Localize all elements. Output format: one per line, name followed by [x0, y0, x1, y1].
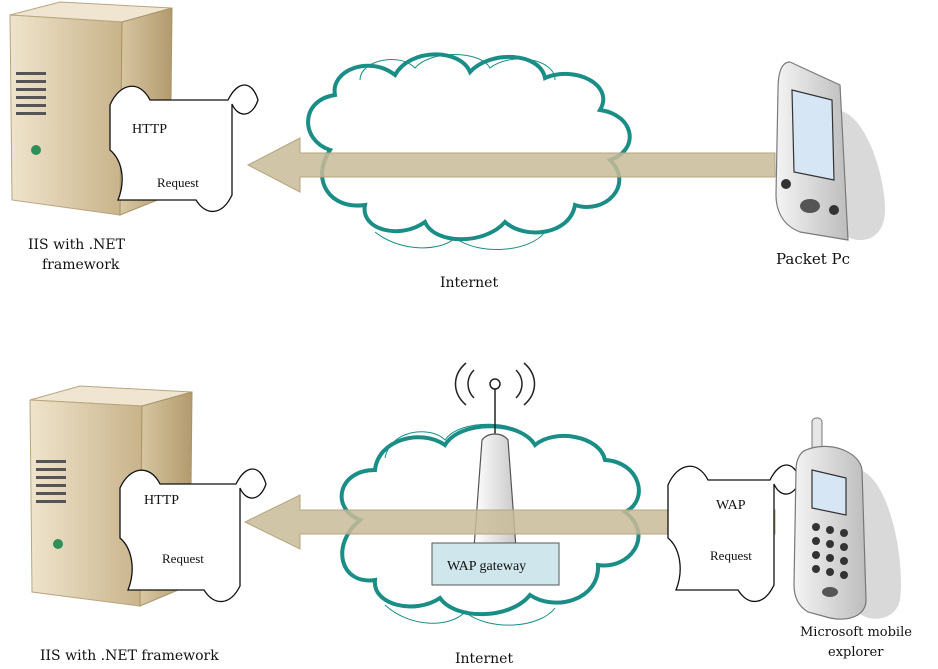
power-led-icon — [31, 145, 41, 155]
gateway-label: WAP gateway — [447, 559, 526, 574]
server-label-line2: framework — [42, 257, 120, 273]
request-arrow-top[interactable] — [246, 137, 776, 193]
scroll-title: HTTP — [132, 122, 167, 137]
device-screen — [791, 89, 835, 181]
scroll-subtitle: Request — [162, 551, 204, 566]
device-label-top: Packet Pc — [776, 250, 850, 268]
pocket-pc-icon — [775, 61, 885, 241]
internet-cloud-top — [306, 52, 632, 250]
http-request-scroll-bottom: HTTP Request — [119, 468, 267, 603]
scroll-subtitle: Request — [157, 175, 199, 190]
http-request-scroll-top: HTTP Request — [109, 84, 259, 213]
wap-request-scroll: WAP Request — [667, 464, 801, 603]
wap-scroll-subtitle: Request — [710, 548, 752, 563]
cloud-label-top: Internet — [440, 275, 498, 291]
wap-scroll-title: WAP — [716, 498, 746, 513]
server-bottom — [29, 385, 193, 607]
device-label-bottom-line1: Microsoft mobile — [800, 625, 912, 640]
server-label-line1: IIS with .NET — [28, 237, 126, 253]
server-label-bottom: IIS with .NET framework — [40, 648, 219, 664]
mobile-phone-icon — [793, 417, 901, 620]
power-led-icon — [53, 539, 63, 549]
wap-gateway-box: WAP gateway — [431, 542, 560, 586]
cloud-label-bottom: Internet — [455, 651, 513, 667]
device-label-bottom-line2: explorer — [828, 645, 884, 660]
phone-screen — [811, 469, 847, 516]
scroll-title: HTTP — [144, 493, 179, 508]
